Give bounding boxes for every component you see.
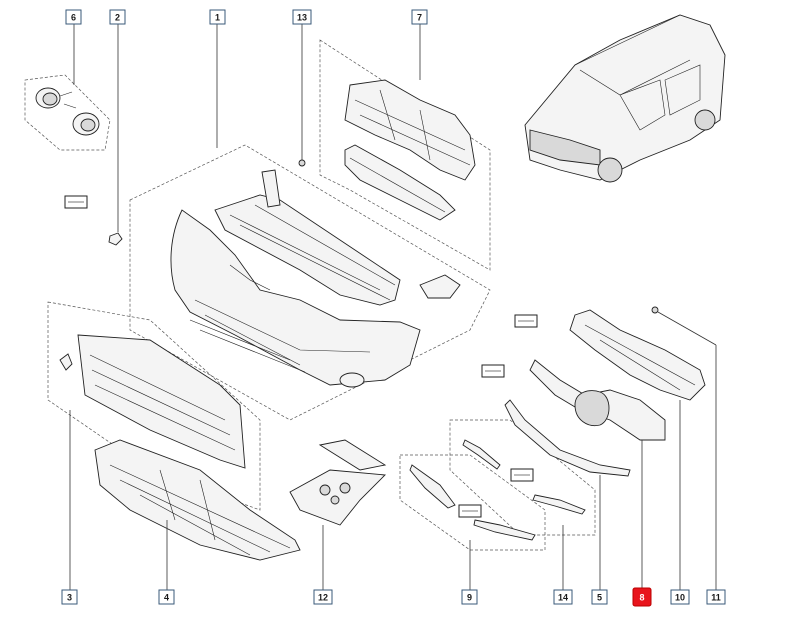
label-8-highlighted[interactable]: 8 <box>632 587 652 607</box>
label-3[interactable]: 3 <box>61 589 78 605</box>
trim-strips <box>409 364 631 541</box>
under-tray <box>94 439 301 561</box>
svg-text:7: 7 <box>417 13 422 23</box>
label-6[interactable]: 6 <box>65 9 82 25</box>
upper-carrier <box>344 79 476 221</box>
svg-text:11: 11 <box>711 593 721 603</box>
svg-text:12: 12 <box>318 593 328 603</box>
label-4[interactable]: 4 <box>158 589 175 605</box>
leader-lines <box>69 24 717 590</box>
screw-part <box>298 159 306 167</box>
label-13[interactable]: 13 <box>292 9 312 25</box>
svg-text:6: 6 <box>71 13 76 23</box>
svg-text:3: 3 <box>67 593 72 603</box>
svg-text:9: 9 <box>467 593 472 603</box>
label-9[interactable]: 9 <box>461 589 478 605</box>
assembly-outline-lower-grille <box>47 301 261 511</box>
fog-lamp-parts <box>35 87 100 136</box>
svg-text:8: 8 <box>639 593 644 603</box>
label-2[interactable]: 2 <box>109 9 126 25</box>
label-10[interactable]: 10 <box>670 589 690 605</box>
svg-text:1: 1 <box>215 13 220 23</box>
svg-text:5: 5 <box>597 593 602 603</box>
label-12[interactable]: 12 <box>313 589 333 605</box>
grille-clip <box>651 306 659 314</box>
fixings-kit <box>289 439 387 526</box>
label-1[interactable]: 1 <box>209 9 226 25</box>
assembly-outline-fog-lamps <box>24 74 111 151</box>
upper-grille <box>514 314 666 441</box>
lower-grille <box>59 334 246 469</box>
label-14[interactable]: 14 <box>553 589 573 605</box>
grille-support <box>569 309 706 401</box>
bumper-shell <box>170 209 421 388</box>
label-5[interactable]: 5 <box>591 589 608 605</box>
svg-text:2: 2 <box>115 13 120 23</box>
vehicle-illustration <box>524 14 726 183</box>
assembly-outline-trim <box>399 454 546 551</box>
svg-text:14: 14 <box>558 593 568 603</box>
bumper-absorber <box>214 169 461 306</box>
svg-text:13: 13 <box>297 13 307 23</box>
assembly-outline-bumper <box>129 144 491 421</box>
assembly-outline-strips <box>449 419 596 536</box>
svg-text:4: 4 <box>164 593 169 603</box>
label-11[interactable]: 11 <box>706 589 726 605</box>
clip-part <box>64 195 123 246</box>
label-7[interactable]: 7 <box>411 9 428 25</box>
svg-text:10: 10 <box>675 593 685 603</box>
